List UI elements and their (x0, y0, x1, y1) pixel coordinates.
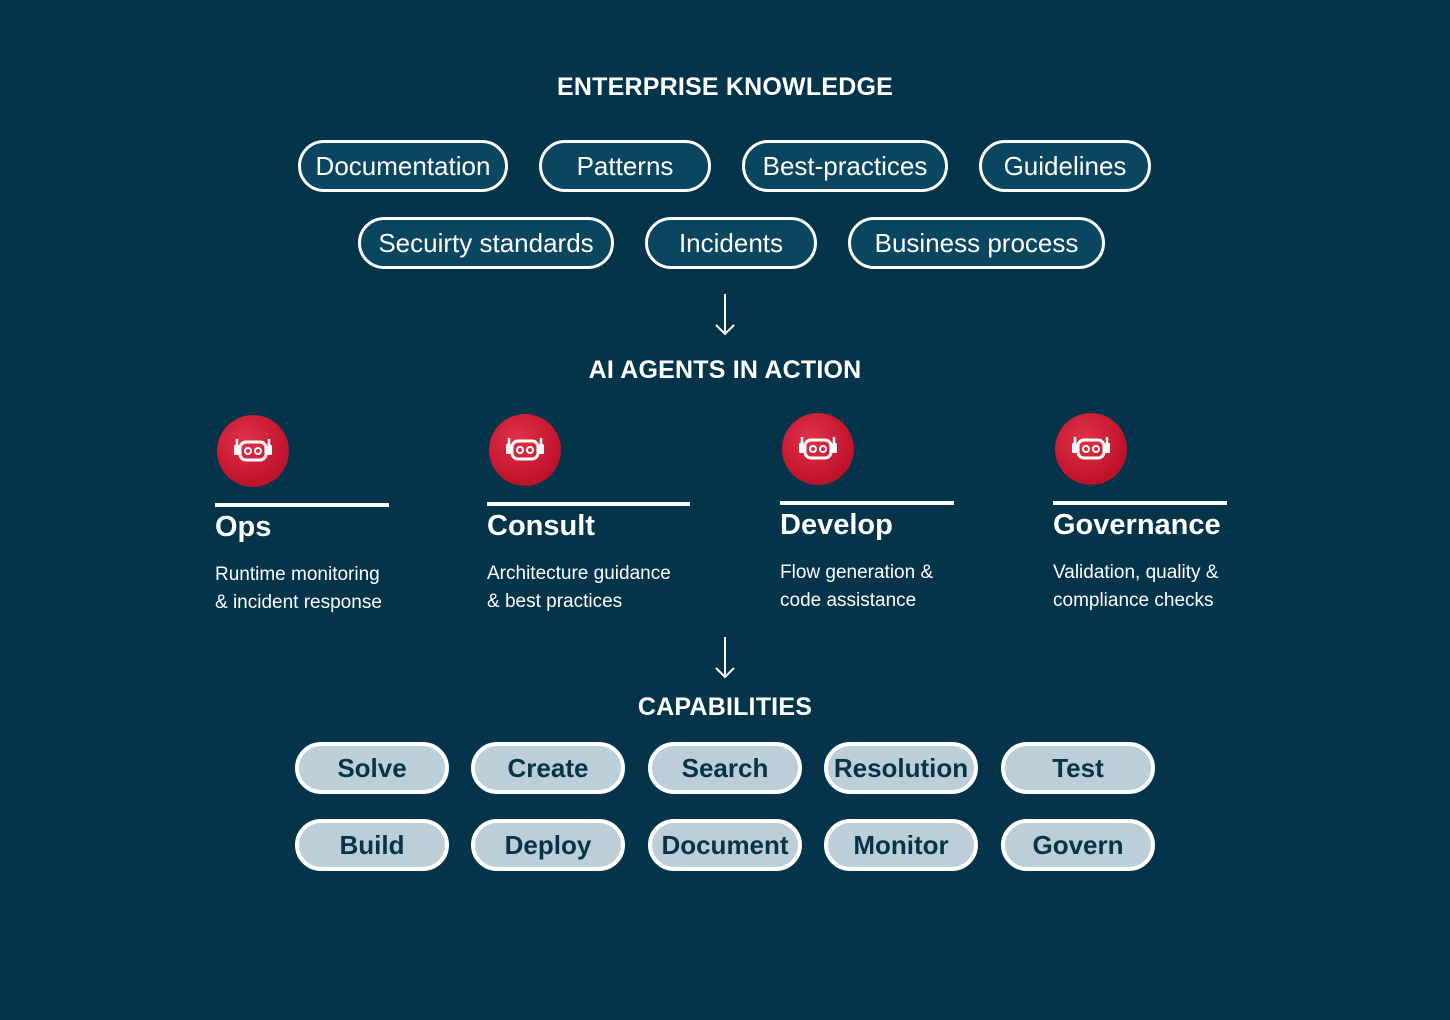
knowledge-row-1: Documentation Patterns Best-practices Gu… (0, 140, 1450, 196)
knowledge-pill-guidelines: Guidelines (979, 140, 1151, 192)
capability-govern: Govern (1001, 819, 1155, 871)
ai-agents-heading: AI AGENTS IN ACTION (588, 356, 862, 384)
capability-monitor: Monitor (824, 819, 978, 871)
agent-divider (780, 501, 954, 505)
agent-title: Governance (1053, 509, 1221, 541)
robot-icon (489, 414, 561, 486)
down-arrow-icon (715, 637, 735, 679)
agent-description: Validation, quality & compliance checks (1053, 562, 1219, 611)
knowledge-pill-documentation: Documentation (298, 140, 508, 192)
robot-icon (1055, 413, 1127, 485)
knowledge-pill-best-practices: Best-practices (742, 140, 948, 192)
agent-title: Develop (780, 509, 893, 541)
capability-deploy: Deploy (471, 819, 625, 871)
capability-solve: Solve (295, 742, 449, 794)
knowledge-pill-business-process: Business process (848, 217, 1105, 269)
robot-icon (782, 413, 854, 485)
knowledge-row-2: Secuirty standards Incidents Business pr… (0, 217, 1450, 273)
down-arrow-icon (715, 294, 735, 336)
agent-divider (215, 503, 389, 507)
knowledge-pill-security-standards: Secuirty standards (358, 217, 614, 269)
capability-document: Document (648, 819, 802, 871)
robot-icon (217, 415, 289, 487)
capability-test: Test (1001, 742, 1155, 794)
agent-description: Flow generation & code assistance (780, 562, 934, 611)
capability-search: Search (648, 742, 802, 794)
capability-resolution: Resolution (824, 742, 978, 794)
enterprise-knowledge-heading: ENTERPRISE KNOWLEDGE (557, 73, 893, 101)
capabilities-row-1: Solve Create Search Resolution Test (0, 742, 1450, 798)
capability-create: Create (471, 742, 625, 794)
agent-divider (487, 502, 690, 506)
capability-build: Build (295, 819, 449, 871)
agent-divider (1053, 501, 1227, 505)
agent-title: Ops (215, 511, 272, 543)
capabilities-heading: CAPABILITIES (637, 693, 813, 721)
agent-description: Runtime monitoring & incident response (215, 564, 382, 613)
agent-description: Architecture guidance & best practices (487, 563, 671, 612)
agent-title: Consult (487, 510, 595, 542)
knowledge-pill-incidents: Incidents (645, 217, 817, 269)
capabilities-row-2: Build Deploy Document Monitor Govern (0, 819, 1450, 875)
knowledge-pill-patterns: Patterns (539, 140, 711, 192)
